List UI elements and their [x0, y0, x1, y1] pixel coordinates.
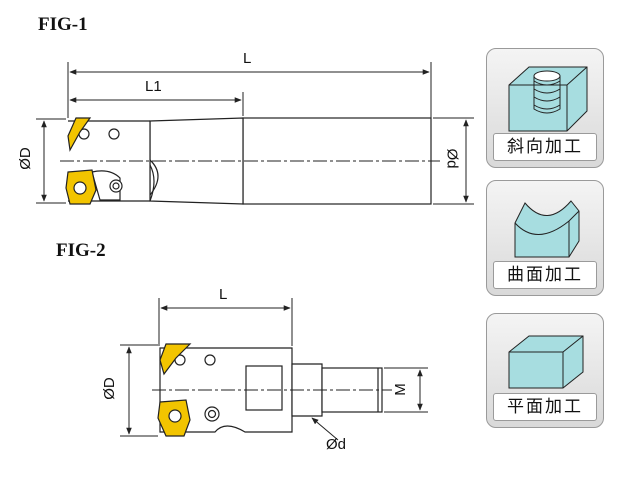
- fig2-label-d: Ød: [326, 436, 347, 453]
- fig2-dim-d-leader: [311, 417, 339, 441]
- flat-block-icon: [508, 335, 584, 389]
- card-ramping-label: 斜向加工: [493, 133, 597, 161]
- card-flat: 平面加工: [486, 313, 604, 428]
- fig2-flat: [245, 365, 283, 411]
- curved-surface-icon: [514, 200, 580, 258]
- fig2-label-D: ØD: [100, 377, 118, 400]
- fig1-tool: [65, 117, 432, 205]
- fig1-title: FIG-1: [38, 14, 88, 35]
- card-flat-label: 平面加工: [493, 393, 597, 421]
- fig1-label-L1: L1: [145, 78, 162, 95]
- fig2-title: FIG-2: [56, 240, 106, 261]
- card-ramping: 斜向加工: [486, 48, 604, 168]
- fig2-insert-top: [159, 343, 192, 376]
- fig2-label-M: M: [391, 383, 409, 396]
- fig1-label-L: L: [243, 50, 252, 67]
- fig1-screw-hole-2: [108, 128, 120, 140]
- ramping-block-icon: [508, 66, 588, 132]
- card-curved-label: 曲面加工: [493, 261, 597, 289]
- card-curved: 曲面加工: [486, 180, 604, 296]
- fig2-screw-hole-2: [204, 354, 216, 366]
- fig1-insert-top: [67, 117, 92, 152]
- fig2-label-L: L: [219, 286, 228, 303]
- fig1-label-d: Ød: [443, 148, 461, 169]
- fig1-label-D: ØD: [16, 147, 34, 170]
